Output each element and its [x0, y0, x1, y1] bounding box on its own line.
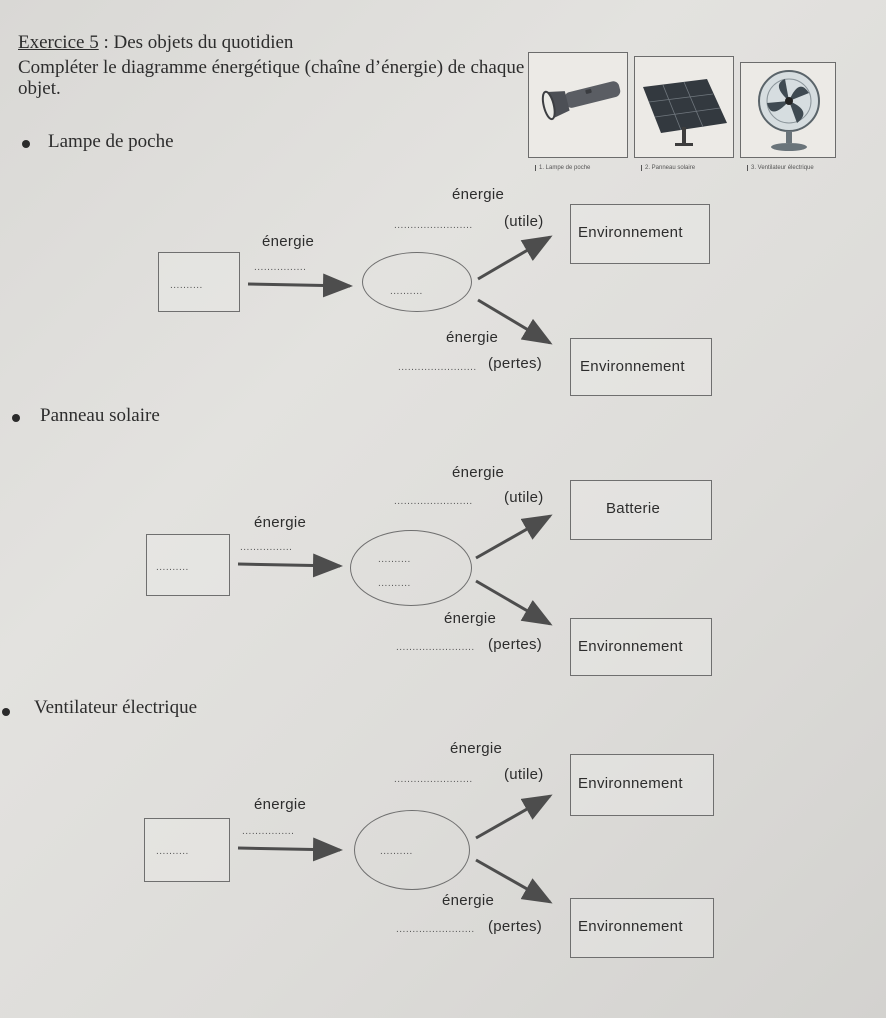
useful-target-label: Batterie	[606, 500, 661, 517]
useful-arrow	[475, 794, 553, 840]
input-energy-label: énergie	[262, 233, 315, 250]
solar-panel-image: 2. Panneau solaire	[634, 56, 734, 171]
losses-suffix: (pertes)	[488, 918, 543, 935]
exercise-title: Exercice 5 : Des objets du quotidien	[18, 32, 293, 54]
useful-target-box	[570, 754, 714, 816]
losses-energy-label: énergie	[442, 892, 495, 909]
input-energy-label: énergie	[254, 514, 307, 531]
flashlight-icon	[541, 81, 621, 121]
losses-arrow	[475, 858, 553, 904]
input-energy-blank: ................	[240, 542, 293, 553]
losses-energy-label: énergie	[444, 610, 497, 627]
input-arrow	[247, 273, 353, 298]
useful-suffix: (utile)	[504, 213, 544, 230]
bullet-icon	[2, 708, 10, 716]
useful-energy-label: énergie	[452, 464, 505, 481]
losses-energy-blank: ........................	[396, 924, 475, 935]
section-label-ventilateur: Ventilateur électrique	[34, 697, 198, 718]
source-blank: ..........	[156, 562, 189, 573]
losses-energy-blank: ........................	[396, 642, 475, 653]
useful-target-box	[570, 480, 712, 540]
losses-energy-blank: ........................	[398, 362, 477, 373]
losses-energy-label: énergie	[446, 329, 499, 346]
source-blank: ..........	[156, 846, 189, 857]
input-energy-blank: ................	[254, 262, 307, 273]
converter-blank-2: ..........	[378, 578, 411, 589]
useful-energy-label: énergie	[450, 740, 503, 757]
losses-target-label: Environnement	[580, 358, 685, 375]
useful-energy-label: énergie	[452, 186, 505, 203]
losses-arrow	[477, 298, 553, 345]
losses-target-box	[570, 338, 712, 396]
useful-energy-blank: ........................	[394, 774, 473, 785]
useful-energy-blank: ........................	[394, 496, 473, 507]
losses-arrow	[475, 579, 553, 626]
losses-target-label: Environnement	[578, 638, 683, 655]
useful-target-label: Environnement	[578, 224, 683, 241]
useful-suffix: (utile)	[504, 766, 544, 783]
input-arrow	[237, 837, 343, 862]
losses-target-box	[570, 618, 712, 676]
useful-arrow	[477, 235, 553, 281]
source-box[interactable]	[146, 534, 230, 596]
converter-blank: ..........	[380, 846, 413, 857]
exercise-title-text: : Des objets du quotidien	[98, 32, 294, 53]
input-arrow	[237, 553, 343, 578]
converter-ellipse[interactable]	[350, 530, 472, 606]
input-energy-label: énergie	[254, 796, 307, 813]
converter-blank: ..........	[390, 286, 423, 297]
losses-suffix: (pertes)	[488, 636, 543, 653]
converter-blank-1: ..........	[378, 554, 411, 565]
useful-target-box	[570, 204, 710, 264]
useful-target-label: Environnement	[578, 775, 683, 792]
section-label-lampe: Lampe de poche	[48, 131, 174, 152]
bullet-icon	[12, 414, 20, 422]
losses-target-label: Environnement	[578, 918, 683, 935]
instruction: Compléter le diagramme énergétique (chaî…	[18, 57, 525, 99]
useful-suffix: (utile)	[504, 489, 544, 506]
fan-image: 3. Ventilateur électrique	[740, 62, 836, 171]
section-label-panneau: Panneau solaire	[40, 405, 160, 426]
solar-panel-icon	[643, 79, 727, 146]
image-caption: 1. Lampe de poche	[535, 165, 590, 171]
input-energy-blank: ................	[242, 826, 295, 837]
converter-ellipse[interactable]	[362, 252, 472, 312]
bullet-icon	[22, 140, 30, 148]
source-box[interactable]	[158, 252, 240, 312]
flashlight-image: 1. Lampe de poche	[528, 52, 628, 171]
image-caption: 2. Panneau solaire	[641, 165, 695, 171]
converter-ellipse[interactable]	[354, 810, 470, 890]
fan-icon	[758, 70, 820, 151]
source-box[interactable]	[144, 818, 230, 882]
source-blank: ..........	[170, 280, 203, 291]
image-caption: 3. Ventilateur électrique	[747, 165, 814, 171]
useful-energy-blank: ........................	[394, 220, 473, 231]
exercise-label: Exercice 5	[18, 32, 99, 53]
losses-target-box	[570, 898, 714, 958]
losses-suffix: (pertes)	[488, 355, 543, 372]
useful-arrow	[475, 514, 553, 560]
